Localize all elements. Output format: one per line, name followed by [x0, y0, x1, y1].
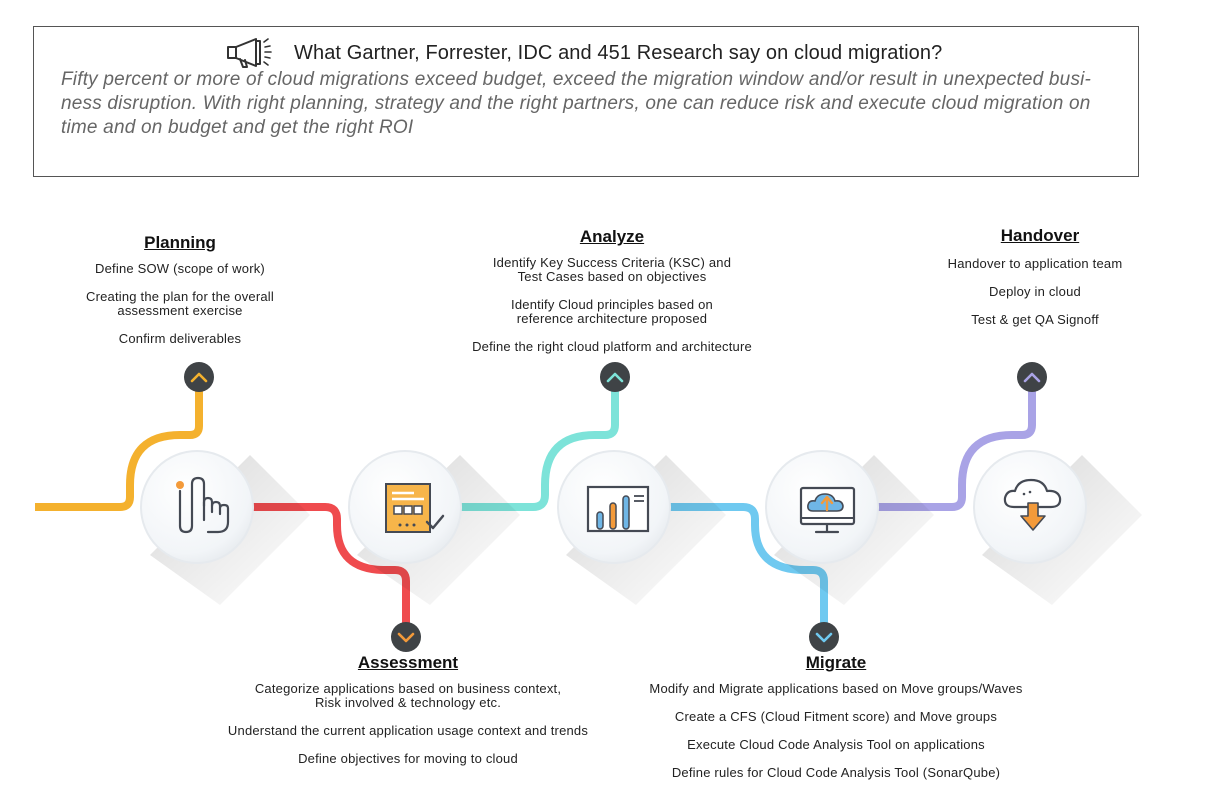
badge-circle	[809, 622, 839, 652]
item-line: Deploy in cloud	[989, 284, 1081, 299]
analyze-badge	[600, 362, 630, 392]
migrate-item: Execute Cloud Code Analysis Tool on appl…	[616, 738, 1056, 752]
chevron-up-icon	[1023, 372, 1041, 383]
item-line: Define objectives for moving to cloud	[298, 751, 518, 766]
checklist-document-icon	[385, 483, 445, 533]
assessment-item: Define objectives for moving to cloud	[198, 752, 618, 766]
migrate-item: Define rules for Cloud Code Analysis Too…	[616, 766, 1056, 780]
badge-circle	[184, 362, 214, 392]
planning-title: Planning	[144, 233, 216, 252]
item-line: Test & get QA Signoff	[971, 312, 1099, 327]
assessment-step	[348, 450, 520, 605]
analyze-section: Analyze Identify Key Success Criteria (K…	[432, 227, 792, 368]
analyze-item: Define the right cloud platform and arch…	[432, 340, 792, 354]
item-line: Test Cases based on objectives	[517, 269, 707, 284]
item-line: Identify Key Success Criteria (KSC) and	[492, 255, 732, 270]
handover-item: Test & get QA Signoff	[905, 313, 1165, 327]
item-line: Creating the plan for the overall	[86, 289, 274, 304]
item-line: Understand the current application usage…	[227, 723, 589, 738]
item-line: Define the right cloud platform and arch…	[472, 339, 752, 354]
cloud-upload-monitor-icon	[799, 486, 856, 534]
badge-circle	[1017, 362, 1047, 392]
item-line: Modify and Migrate applications based on…	[649, 681, 1023, 696]
assessment-title: Assessment	[357, 653, 459, 672]
analyze-step	[557, 450, 726, 605]
planning-badge	[184, 362, 214, 392]
migrate-step	[765, 450, 934, 605]
planning-item: Confirm deliverables	[60, 332, 300, 346]
cloud-download-icon	[1003, 478, 1062, 531]
handover-item: Handover to application team	[905, 257, 1165, 271]
chevron-up-icon	[606, 372, 624, 383]
bar-chart-icon	[586, 485, 650, 533]
assessment-item: Understand the current application usage…	[198, 724, 618, 738]
quote-line: Fifty percent or more of cloud migration…	[61, 69, 1092, 90]
item-line: Handover to application team	[947, 256, 1123, 271]
item-line: Categorize applications based on busines…	[254, 681, 562, 696]
handover-connector	[877, 377, 1036, 511]
assessment-section: Assessment Categorize applications based…	[198, 653, 618, 780]
quote-text: Fifty percent or more of cloud migration…	[61, 68, 1121, 140]
icon-disc	[140, 450, 254, 564]
item-line: Risk involved & technology etc.	[314, 695, 502, 710]
chevron-down-icon	[815, 632, 833, 643]
handover-section: Handover Handover to application team De…	[905, 226, 1165, 341]
badge-circle	[391, 622, 421, 652]
chevron-up-icon	[190, 372, 208, 383]
research-quote-box: What Gartner, Forrester, IDC and 451 Res…	[33, 26, 1139, 177]
planning-connector	[35, 377, 203, 511]
megaphone-icon	[227, 38, 272, 68]
handover-item: Deploy in cloud	[905, 285, 1165, 299]
badge-circle	[600, 362, 630, 392]
quote-header: What Gartner, Forrester, IDC and 451 Res…	[214, 35, 955, 71]
handover-badge	[1017, 362, 1047, 392]
migrate-item: Modify and Migrate applications based on…	[616, 682, 1056, 696]
item-line: Execute Cloud Code Analysis Tool on appl…	[687, 737, 985, 752]
analyze-connector	[460, 377, 619, 511]
handover-step	[973, 450, 1142, 605]
item-line: Define rules for Cloud Code Analysis Too…	[671, 765, 1001, 780]
quote-line: time and on budget and get the right ROI	[61, 117, 414, 138]
migrate-section: Migrate Modify and Migrate applications …	[616, 653, 1056, 794]
analyze-title: Analyze	[579, 227, 645, 246]
item-line: assessment exercise	[117, 303, 243, 318]
item-line: reference architecture proposed	[516, 311, 708, 326]
touch-gesture-icon	[176, 476, 230, 534]
handover-title: Handover	[1000, 226, 1080, 245]
assessment-badge	[391, 622, 421, 652]
chevron-down-icon	[397, 632, 415, 643]
quote-title: What Gartner, Forrester, IDC and 451 Res…	[294, 41, 943, 64]
planning-item: Define SOW (scope of work)	[60, 262, 300, 276]
quote-line: ness disruption. With right planning, st…	[61, 93, 1091, 114]
assessment-item: Categorize applications based on busines…	[198, 682, 618, 710]
item-line: Identify Cloud principles based on	[511, 297, 713, 312]
migrate-badge	[809, 622, 839, 652]
planning-section: Planning Define SOW (scope of work) Crea…	[60, 233, 300, 360]
migrate-item: Create a CFS (Cloud Fitment score) and M…	[616, 710, 1056, 724]
item-line: Create a CFS (Cloud Fitment score) and M…	[674, 709, 998, 724]
migrate-title: Migrate	[805, 653, 867, 672]
planning-step	[140, 450, 310, 605]
item-line: Confirm deliverables	[118, 331, 242, 346]
item-line: Define SOW (scope of work)	[95, 261, 265, 276]
